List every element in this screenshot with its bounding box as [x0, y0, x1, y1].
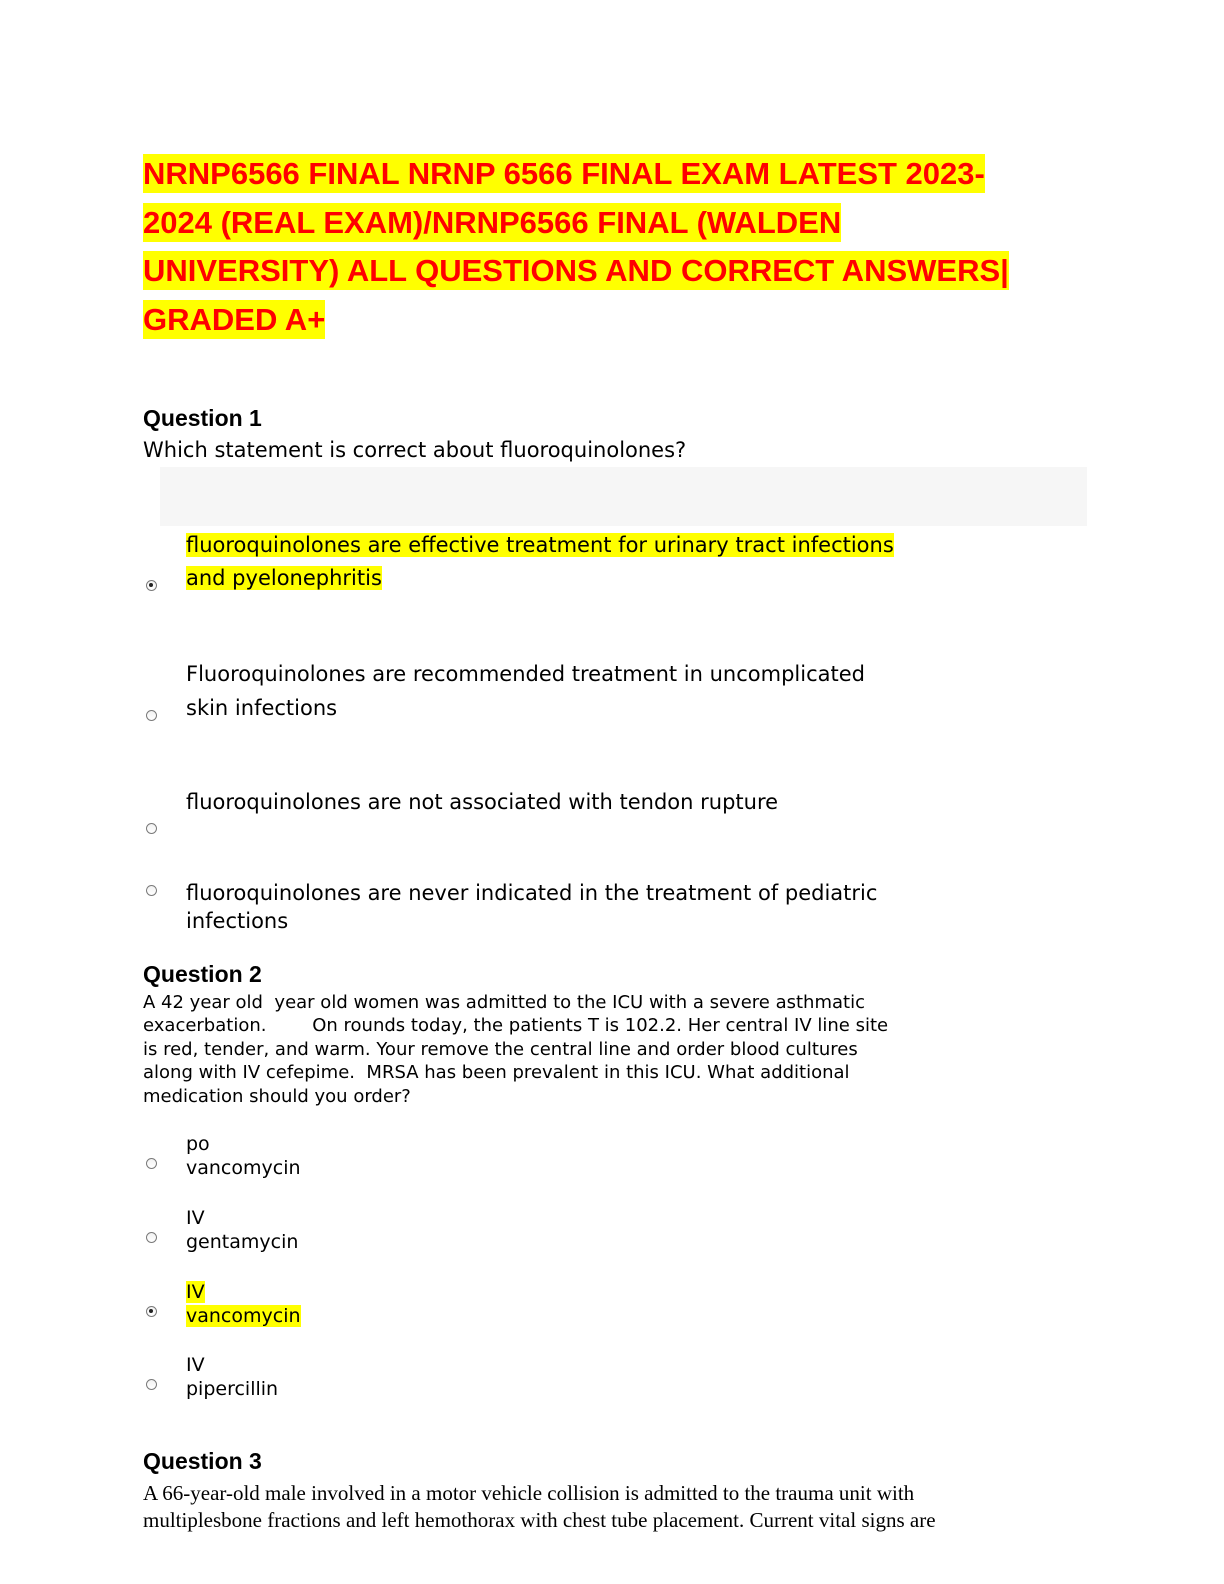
- q3-prompt-line-2: multiplesbone fractions and left hemotho…: [143, 1508, 936, 1532]
- q1-option-d-radio[interactable]: [146, 885, 157, 896]
- q2-option-d-radio[interactable]: [146, 1379, 157, 1390]
- q3-prompt-line-1: A 66-year-old male involved in a motor v…: [143, 1481, 915, 1505]
- q2-option-c-line2: vancomycin: [186, 1305, 301, 1327]
- title-line-3: UNIVERSITY) ALL QUESTIONS AND CORRECT AN…: [143, 251, 1009, 290]
- q1-option-a-line1: fluoroquinolones are effective treatment…: [186, 533, 894, 557]
- q2-option-c-radio[interactable]: [146, 1306, 157, 1317]
- q1-option-d-label[interactable]: fluoroquinolones are never indicated in …: [186, 879, 877, 935]
- q2-option-a-line2: vancomycin: [186, 1157, 301, 1179]
- q1-option-a-line2: and pyelonephritis: [186, 566, 382, 590]
- q2-option-a-line1: po: [186, 1133, 210, 1155]
- q1-option-b-label[interactable]: Fluoroquinolones are recommended treatme…: [186, 657, 865, 725]
- q1-option-b-line1: Fluoroquinolones are recommended treatme…: [186, 662, 865, 686]
- q1-option-d-line1: fluoroquinolones are never indicated in …: [186, 881, 878, 905]
- answer-area-shading: [160, 467, 1087, 526]
- question-3-prompt: A 66-year-old male involved in a motor v…: [143, 1480, 936, 1534]
- q2-prompt-line-1: A 42 year old year old women was admitte…: [143, 992, 865, 1013]
- q2-option-d-label[interactable]: IV pipercillin: [186, 1353, 278, 1401]
- question-2-heading: Question 2: [143, 961, 262, 987]
- q1-option-c-radio[interactable]: [146, 823, 157, 834]
- question-1-heading: Question 1: [143, 405, 262, 431]
- q1-option-b-radio[interactable]: [146, 710, 157, 721]
- question-2-prompt: A 42 year old year old women was admitte…: [143, 991, 888, 1108]
- q1-option-c-line1: fluoroquinolones are not associated with…: [186, 790, 779, 814]
- title-line-2: 2024 (REAL EXAM)/NRNP6566 FINAL (WALDEN: [143, 202, 842, 242]
- q2-option-d-line2: pipercillin: [186, 1378, 279, 1400]
- question-3-heading: Question 3: [143, 1448, 262, 1474]
- q2-option-b-line2: gentamycin: [186, 1231, 299, 1253]
- q1-option-d-line2: infections: [186, 909, 289, 933]
- q2-option-a-label[interactable]: po vancomycin: [186, 1132, 301, 1180]
- q1-option-a-radio[interactable]: [146, 580, 157, 591]
- title-line-1: NRNP6566 FINAL NRNP 6566 FINAL EXAM LATE…: [143, 154, 985, 193]
- q2-option-b-line1: IV: [186, 1207, 205, 1229]
- q2-prompt-line-4: along with IV cefepime. MRSA has been pr…: [143, 1062, 850, 1084]
- q2-option-a-radio[interactable]: [146, 1158, 157, 1169]
- q1-option-a-label[interactable]: fluoroquinolones are effective treatment…: [186, 529, 894, 595]
- q1-option-c-label[interactable]: fluoroquinolones are not associated with…: [186, 787, 778, 817]
- q1-option-b-line2: skin infections: [186, 696, 338, 720]
- q2-option-c-label[interactable]: IV vancomycin: [186, 1280, 301, 1328]
- q2-option-c-line1: IV: [186, 1281, 205, 1303]
- q2-option-d-line1: IV: [186, 1354, 205, 1376]
- q2-prompt-line-5: medication should you order?: [143, 1085, 411, 1107]
- q2-option-b-label[interactable]: IV gentamycin: [186, 1206, 298, 1254]
- question-1-prompt: Which statement is correct about fluoroq…: [143, 438, 687, 462]
- q2-prompt-line-2: exacerbation. On rounds today, the patie…: [143, 1015, 889, 1037]
- q2-option-b-radio[interactable]: [146, 1232, 157, 1243]
- document-title: NRNP6566 FINAL NRNP 6566 FINAL EXAM LATE…: [143, 150, 1083, 344]
- q2-prompt-line-3: is red, tender, and warm. Your remove th…: [143, 1038, 858, 1060]
- title-line-4: GRADED A+: [143, 299, 326, 339]
